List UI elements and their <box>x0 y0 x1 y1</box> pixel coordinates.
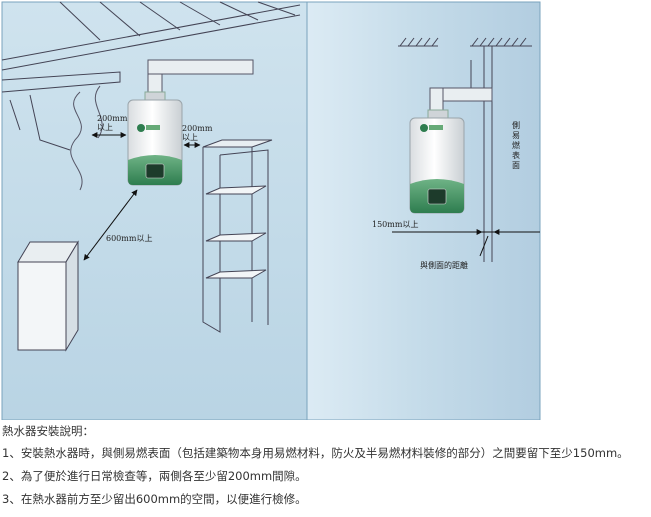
water-heater-right <box>409 109 465 214</box>
clearance-side-label: 200mm 以上 <box>97 114 130 132</box>
distance-label: 與側面的距離 <box>420 260 468 270</box>
combustible-surface-label: 側 易 燃 表 面 <box>512 120 523 170</box>
shelving-unit <box>202 139 273 333</box>
right-panel: 150mm以上 與側面的距離 側 易 燃 表 面 <box>306 1 541 420</box>
note-item: 3、在熱水器前方至少留出600mm的空間，以便進行檢修。 <box>2 492 307 506</box>
duct-curve <box>70 91 83 191</box>
exhaust-flue <box>147 59 254 96</box>
note-item: 2、為了便於進行日常檢查等，兩側各至少留200mm間隙。 <box>2 469 307 483</box>
clearance-front-label: 600mm以上 <box>106 234 152 243</box>
exhaust-flue-right <box>429 87 493 115</box>
ceiling-beams <box>1 1 301 151</box>
clearance-shelf-label: 200mm 以上 <box>182 124 215 142</box>
ceiling-hatch <box>398 37 532 47</box>
left-panel: 200mm 以上 200mm 以上 600mm以上 <box>1 1 308 420</box>
installation-notes: 熱水器安裝說明： 1、安裝熱水器時，與側易燃表面（包括建築物本身用易燃材料，防火… <box>2 424 651 515</box>
notes-heading: 熱水器安裝說明： <box>2 424 94 438</box>
installation-diagram: 200mm 以上 200mm 以上 600mm以上 <box>1 1 541 420</box>
water-heater-left <box>127 91 183 186</box>
clearance-label-right: 150mm以上 <box>372 220 418 229</box>
front-box <box>17 240 79 352</box>
note-item: 1、安裝熱水器時，與側易燃表面（包括建築物本身用易燃材料，防火及半易燃材料裝修的… <box>2 446 629 460</box>
